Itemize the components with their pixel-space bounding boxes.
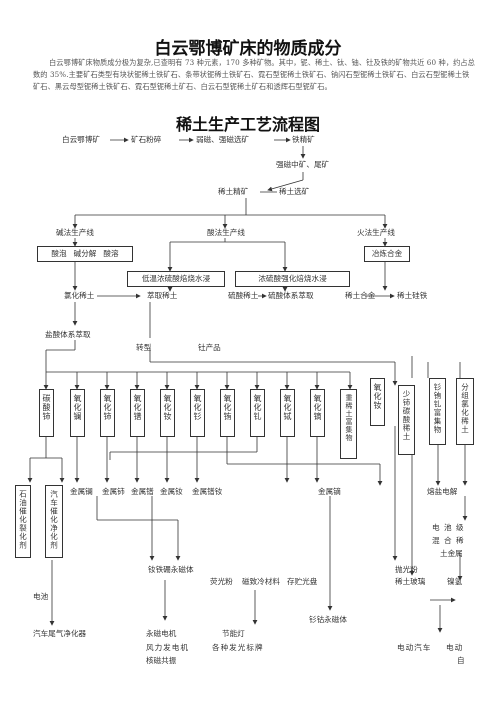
battery-grade-line-1: 电 池 级 [432, 523, 465, 532]
smco-label: 钐钴永磁体 [309, 615, 347, 624]
thorium-label: 钍产品 [198, 343, 221, 352]
crushing-label: 矿石粉碎 [131, 135, 162, 144]
page-title: 白云鄂博矿床的物质成分 [154, 39, 342, 59]
sulfate-extraction-label: 硫酸体系萃取 [268, 291, 314, 300]
iron-concentrate-label: 铁精矿 [292, 135, 315, 144]
alkali-process-box: 酸泡 碱分解 酸溶 [37, 246, 133, 262]
re-concentrate-label: 稀土精矿 [218, 187, 249, 196]
display-label: 各种发光标牌 [212, 643, 264, 652]
element-box: 氧化铽 [280, 389, 295, 437]
polishing-label: 抛光粉 [395, 565, 418, 574]
mri-label: 核磁共振 [146, 656, 177, 665]
element-box: 氧化钆 [250, 389, 265, 437]
separation-label: 弱磁、强磁选矿 [196, 135, 250, 144]
battery-label: 电池 [33, 592, 49, 601]
metal-prnd-label: 金属镨钕 [192, 487, 223, 496]
battery-grade-line-3: 土金属 [440, 549, 463, 558]
right-element-box: 少铈碳酸稀土 [398, 385, 415, 455]
alkali-line-label: 碱法生产线 [56, 228, 94, 237]
molten-salt-label: 熔盐电解 [427, 487, 458, 496]
ev-label-3: 自 [457, 656, 465, 665]
re-alloy-label: 稀土合金 [345, 291, 376, 300]
wind-label: 风力发电机 [146, 643, 189, 652]
battery-grade-line-2: 混 合 稀 [432, 536, 465, 545]
alkali-step-1: 酸泡 [51, 249, 67, 258]
motor-label: 永磁电机 [146, 629, 177, 638]
acid-line-label: 酸法生产线 [207, 228, 245, 237]
fire-process-box: 冶炼合金 [364, 246, 410, 262]
right-element-box: 氧化钕 [370, 378, 385, 426]
element-box: 氧化钐 [190, 389, 205, 437]
metal-dy-label: 金属镝 [318, 487, 341, 496]
catalyst-box: 汽车催化净化剂 [45, 485, 63, 558]
acid-process-box-2: 浓硫酸强化焙烧水浸 [235, 271, 350, 287]
metal-pr-label: 金属镨 [131, 487, 154, 496]
alkali-step-2: 碱分解 [73, 249, 97, 258]
glass-label: 稀土玻璃 [395, 577, 426, 586]
element-box: 碳酸铈 [39, 389, 54, 437]
fire-line-label: 火法生产线 [357, 228, 395, 237]
element-box: 氧化钕 [160, 389, 175, 437]
magnetostrictive-label: 磁致冷材料 [242, 577, 280, 586]
catalyst-box: 石油催化裂化剂 [15, 485, 31, 558]
re-sulfate-label: 硫酸稀土 [228, 291, 259, 300]
re-separation-label: 稀土选矿 [279, 187, 310, 196]
re-chloride-label: 氯化稀土 [64, 291, 95, 300]
element-box: 氧化铕 [220, 389, 235, 437]
metal-ce-label: 金属铈 [102, 487, 125, 496]
ev-label-2: 电动 [446, 643, 464, 652]
element-box: 氧化镧 [70, 389, 85, 437]
exhaust-label: 汽车尾气净化器 [33, 629, 87, 638]
flowchart-title: 稀土生产工艺流程图 [175, 115, 320, 134]
hcl-extraction-label: 盐酸体系萃取 [45, 330, 91, 339]
heavy-re-box: 重稀土富集物 [340, 389, 357, 459]
re-silicon-iron-label: 稀土硅铁 [397, 291, 428, 300]
element-box: 氧化铈 [100, 389, 115, 437]
right-element-box: 钐铕钆富集物 [429, 378, 446, 445]
storage-label: 存贮光盘 [287, 577, 318, 586]
alkali-step-3: 酸溶 [103, 249, 119, 258]
element-box: 氧化镝 [310, 389, 325, 437]
ore-label: 白云鄂博矿 [62, 135, 100, 144]
transform-label: 转型 [136, 343, 152, 352]
metal-nd-label: 金属钕 [160, 487, 183, 496]
right-element-box: 分组氯化稀土 [456, 378, 474, 445]
ndfeb-label: 钕铁硼永磁体 [148, 565, 194, 574]
nickel-label: 镍氢 [447, 577, 463, 586]
acid-process-box-1: 低温浓硫酸焙烧水浸 [127, 271, 225, 287]
element-box: 氧化镨 [130, 389, 145, 437]
ev-label: 电动汽车 [397, 643, 432, 652]
extraction-label: 萃取稀土 [147, 291, 178, 300]
metal-la-label: 金属镧 [70, 487, 93, 496]
middling-label: 强磁中矿、尾矿 [276, 160, 330, 169]
phosphor-label: 荧光粉 [210, 577, 233, 586]
intro-paragraph: 白云鄂博矿床物质成分极为复杂,已查明有 73 种元素，170 多种矿物。其中，铌… [33, 58, 475, 91]
lamp-label: 节能灯 [222, 629, 245, 638]
